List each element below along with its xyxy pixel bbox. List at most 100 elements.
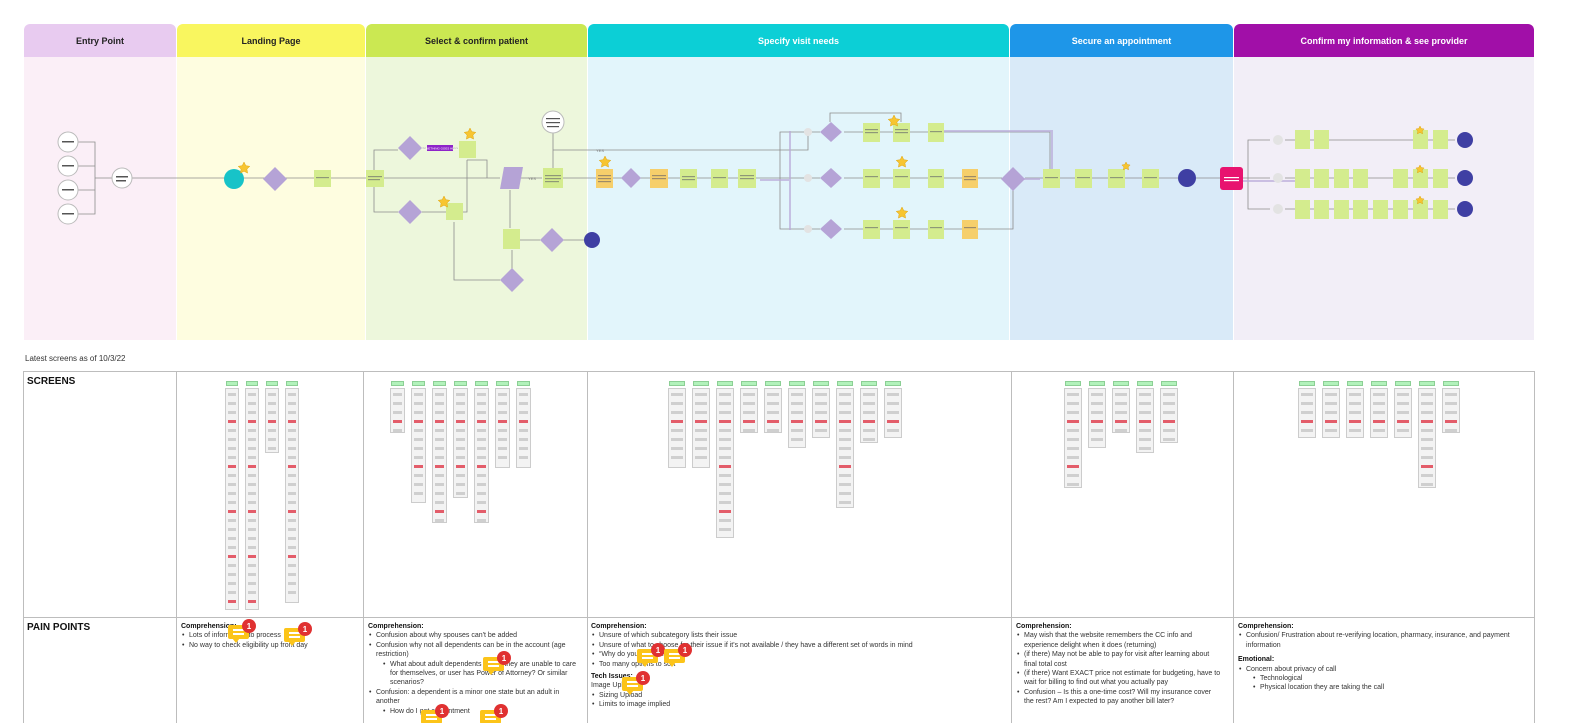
screen-thumbnail-tab (1371, 381, 1387, 386)
screen-thumbnail[interactable] (495, 381, 510, 468)
screen-thumbnail[interactable] (474, 381, 489, 523)
flow-diagram: SOMETHING GOES HERE YES YES (57, 110, 1473, 292)
pain-point: Unsure of which subcategory lists their … (591, 631, 951, 641)
screen-thumbnail-tab (475, 381, 488, 386)
table-col-border (1011, 371, 1012, 723)
screen-thumbnail-tab (1089, 381, 1105, 386)
screen-thumbnail[interactable] (740, 381, 758, 433)
pain-heading: Comprehension: (1016, 623, 1072, 630)
phase-header-landing-page[interactable]: Landing Page (177, 24, 365, 57)
screen-thumbnail[interactable] (1322, 381, 1340, 438)
screen-thumbnail[interactable] (788, 381, 806, 448)
screen-thumbnail[interactable] (836, 381, 854, 508)
table-col-border (23, 371, 24, 723)
yes-label: YES (596, 148, 604, 153)
comment-marker[interactable]: 1 (284, 622, 312, 646)
screen-thumbnail[interactable] (1064, 381, 1082, 488)
pain-point: Confusion – Is this a one-time cost? Wil… (1016, 688, 1221, 707)
screen-thumbnail[interactable] (411, 381, 426, 503)
comment-marker[interactable]: 1 (480, 704, 508, 723)
screen-thumbnail[interactable] (692, 381, 710, 468)
comment-marker[interactable]: 1 (622, 671, 650, 695)
screen-thumbnail-tab (717, 381, 733, 386)
screen-thumbnail-tab (1113, 381, 1129, 386)
screen-thumbnail[interactable] (245, 381, 259, 610)
screen-thumbnail[interactable] (432, 381, 447, 523)
screen-thumbnail-tab (1443, 381, 1459, 386)
pain-point: Limits to image implied (591, 700, 951, 710)
table-col-border (1534, 371, 1535, 723)
lane-confirm-information (1234, 57, 1534, 340)
screen-thumbnail-tab (837, 381, 853, 386)
screen-thumbnail-tab (693, 381, 709, 386)
pain-point: (if there) Want EXACT price not estimate… (1016, 669, 1221, 688)
screen-thumbnail[interactable] (1394, 381, 1412, 438)
screen-thumbnail[interactable] (884, 381, 902, 438)
screen-thumbnail-tab (1299, 381, 1315, 386)
screen-thumbnail[interactable] (1370, 381, 1388, 438)
screen-thumbnail-tab (789, 381, 805, 386)
screen-thumbnail[interactable] (716, 381, 734, 538)
screen-thumbnail[interactable] (764, 381, 782, 433)
comment-marker[interactable]: 1 (228, 619, 256, 643)
screen-thumbnail[interactable] (1088, 381, 1106, 448)
phase-header-confirm-information[interactable]: Confirm my information & see provider (1234, 24, 1534, 57)
screen-thumbnail[interactable] (1160, 381, 1178, 443)
screen-thumbnail[interactable] (1136, 381, 1154, 453)
table-col-border (587, 371, 588, 723)
screen-thumbnail[interactable] (1418, 381, 1436, 488)
pain-point: Unsure of what to choose for their issue… (591, 641, 951, 651)
flow-connectors (78, 112, 1455, 281)
comment-count-badge: 1 (435, 704, 449, 718)
pain-heading: Comprehension: (1238, 623, 1294, 630)
comment-marker[interactable]: 1 (637, 643, 665, 667)
pain-heading: Comprehension: (181, 623, 237, 630)
screen-thumbnail[interactable] (1442, 381, 1460, 433)
landing-start-node (224, 169, 244, 189)
screen-thumbnail-tab (1419, 381, 1435, 386)
comment-count-badge: 1 (636, 671, 650, 685)
phase-label: Entry Point (75, 35, 124, 46)
pain-points-select-patient: Comprehension: Confusion about why spous… (368, 622, 584, 716)
comment-count-badge: 1 (494, 704, 508, 718)
screen-thumbnail[interactable] (285, 381, 299, 603)
screen-thumbnail-tab (1137, 381, 1153, 386)
screen-thumbnail-tab (246, 381, 258, 386)
screen-thumbnail[interactable] (668, 381, 686, 468)
screen-thumbnail[interactable] (390, 381, 405, 433)
screen-thumbnail-tab (813, 381, 829, 386)
pain-points-confirm: Comprehension: Confusion/ Frustration ab… (1238, 622, 1528, 693)
phase-label: Secure an appointment (1071, 35, 1172, 46)
screen-thumbnail[interactable] (453, 381, 468, 498)
pain-point: Confusion/ Frustration about re-verifyin… (1238, 631, 1528, 650)
end-nodes (584, 132, 1473, 248)
screen-thumbnail-tab (226, 381, 238, 386)
pain-point: Lots of information to process (181, 631, 361, 641)
pain-point: No way to check eligibility up front day (181, 641, 361, 651)
comment-marker[interactable]: 1 (421, 704, 449, 723)
screen-thumbnail[interactable] (860, 381, 878, 443)
screen-thumbnail[interactable] (516, 381, 531, 468)
phase-header-specify-visit-needs[interactable]: Specify visit needs (588, 24, 1009, 57)
screen-thumbnail[interactable] (1346, 381, 1364, 438)
comment-marker[interactable]: 1 (664, 643, 692, 667)
phase-header-entry-point[interactable]: Entry Point (24, 24, 176, 57)
pain-point: Concern about privacy of call (1238, 665, 1528, 675)
phase-header-select-confirm-patient[interactable]: Select & confirm patient (366, 24, 587, 57)
handoff-box (1220, 167, 1243, 190)
row-label-screens: SCREENS (27, 376, 76, 387)
screen-thumbnail[interactable] (265, 381, 279, 453)
screen-thumbnail[interactable] (225, 381, 239, 610)
screen-thumbnail[interactable] (1112, 381, 1130, 433)
lane-landing-page (177, 57, 365, 340)
table-top-border (23, 371, 1535, 372)
screen-thumbnail[interactable] (1298, 381, 1316, 438)
process-nodes (314, 123, 1448, 249)
screen-thumbnail[interactable] (812, 381, 830, 438)
table-row-divider (23, 617, 1535, 618)
phase-header-secure-appointment[interactable]: Secure an appointment (1010, 24, 1233, 57)
pain-point: Sizing Upload (591, 691, 951, 701)
pain-subpoint: Technological (1238, 674, 1528, 684)
phase-label: Select & confirm patient (424, 35, 529, 46)
comment-marker[interactable]: 1 (483, 651, 511, 675)
